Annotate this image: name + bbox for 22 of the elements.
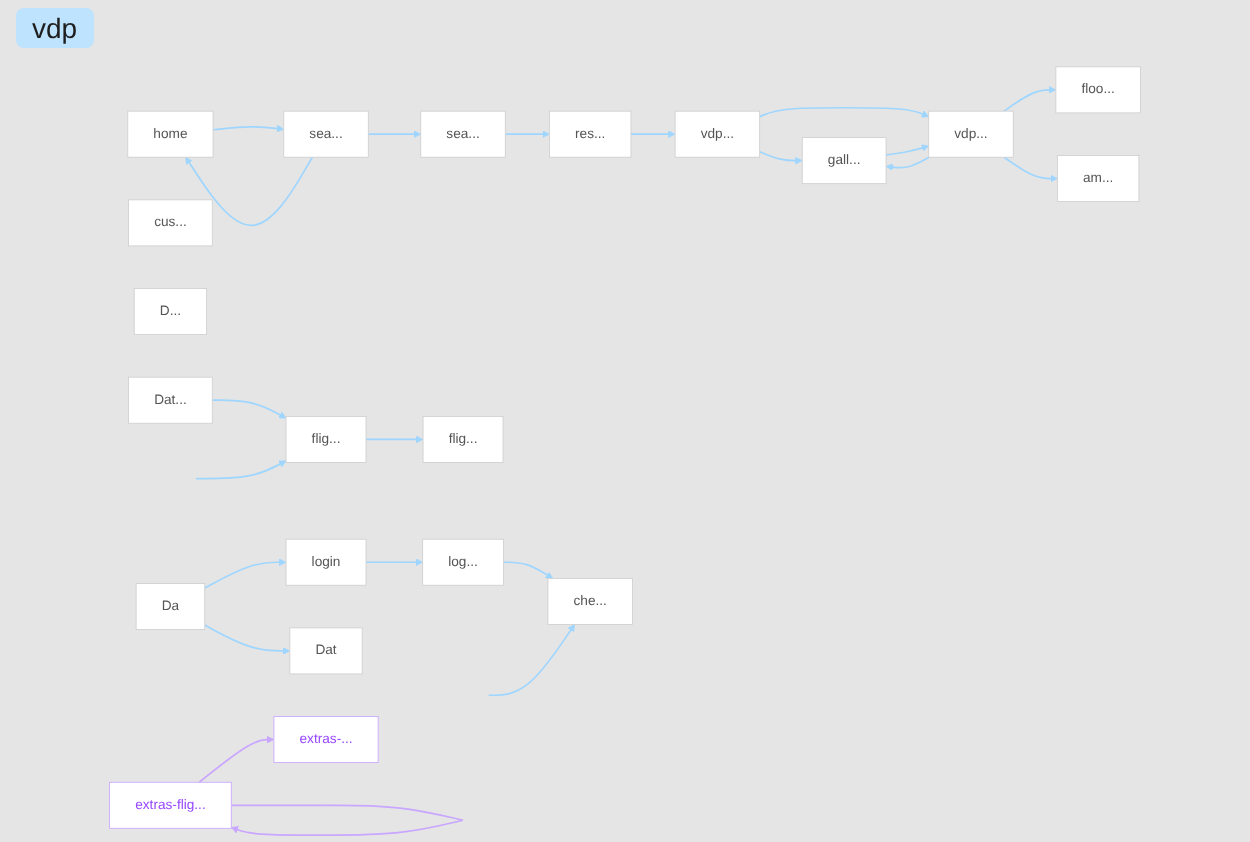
flow-start-label: vdp [16, 8, 94, 48]
arrow [230, 804, 464, 837]
arrow [885, 156, 930, 171]
arrow [502, 561, 554, 579]
arrow [630, 130, 676, 138]
arrow [487, 624, 575, 697]
arrow [504, 130, 550, 138]
arrow [1003, 156, 1058, 183]
arrow [365, 435, 424, 444]
arrow [212, 124, 285, 133]
arrow [198, 735, 275, 784]
arrow [211, 399, 287, 419]
arrow [203, 558, 287, 589]
arrow [758, 106, 930, 118]
arrow [758, 150, 803, 165]
arrow [885, 144, 930, 156]
arrow [203, 624, 291, 655]
arrow [195, 460, 287, 480]
arrow [365, 558, 423, 566]
arrow [367, 130, 422, 138]
arrow [185, 156, 314, 227]
arrow [1003, 86, 1057, 112]
